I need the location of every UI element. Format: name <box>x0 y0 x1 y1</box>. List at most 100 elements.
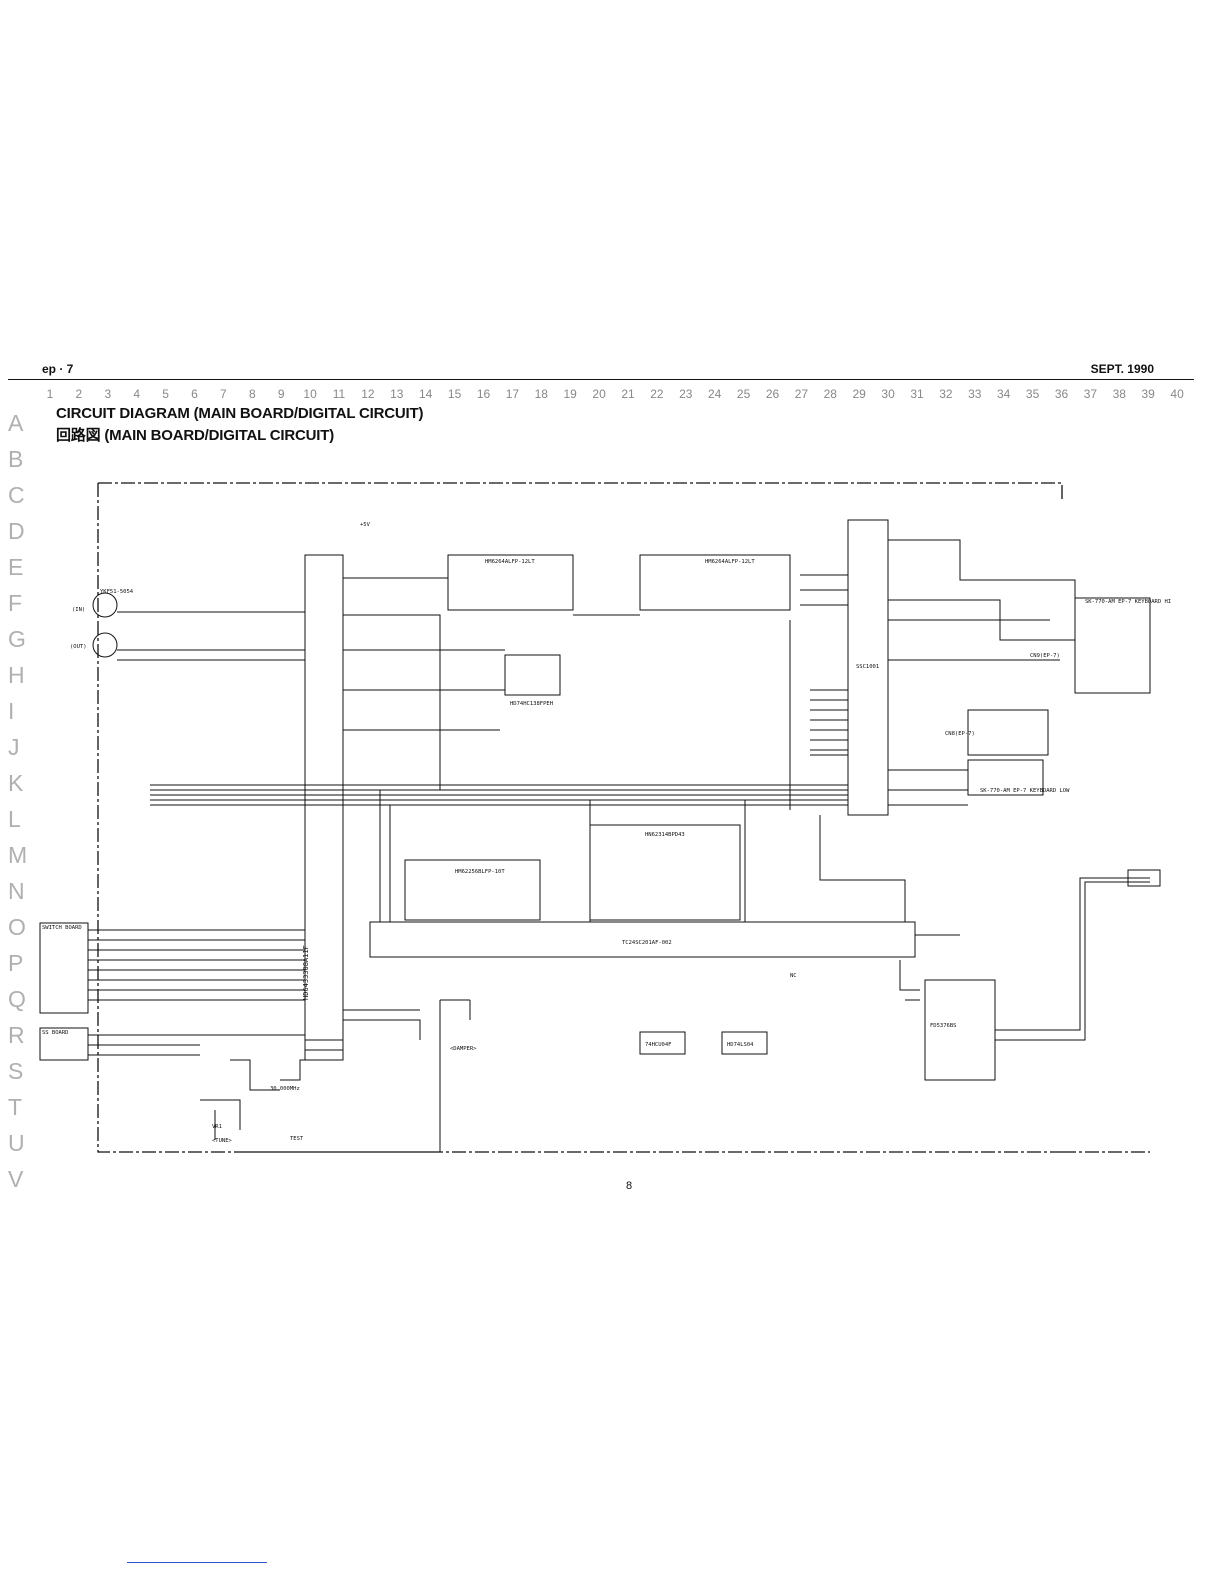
row-letter: J <box>8 734 20 760</box>
switch-board-label: SWITCH BOARD <box>42 925 82 931</box>
page-number: 8 <box>626 1180 633 1192</box>
column-number: 27 <box>794 387 809 401</box>
ic11-chip <box>847 519 889 816</box>
column-number: 21 <box>621 387 635 401</box>
test-label: TEST <box>290 1136 304 1142</box>
ic12-chip <box>924 979 996 1081</box>
row-letter: F <box>8 590 23 616</box>
row-letter: I <box>8 698 15 724</box>
ic4-chip <box>639 1031 686 1055</box>
ic3-chip <box>721 1031 768 1055</box>
column-number: 39 <box>1141 387 1155 401</box>
row-letter: P <box>8 950 24 976</box>
row-letter: O <box>8 914 26 940</box>
ic5-chip <box>504 654 561 696</box>
footer-line <box>127 1562 267 1563</box>
column-number: 28 <box>823 387 837 401</box>
column-number: 9 <box>277 387 285 401</box>
cn8-label: CN8(EP-7) <box>945 731 975 737</box>
ic10-label: TC24SC201AF-002 <box>622 940 672 946</box>
column-number: 8 <box>248 387 256 401</box>
ic7-chip <box>639 554 791 611</box>
cpu-label: HD6433308A11F <box>302 945 310 1000</box>
row-letter: U <box>8 1130 25 1156</box>
column-number: 16 <box>476 387 491 401</box>
ss-board-label: SS BOARD <box>42 1030 69 1036</box>
header-rule <box>8 379 1194 380</box>
tune-label: <TUNE> <box>212 1138 233 1144</box>
supply-label: +5V <box>360 522 371 528</box>
column-number: 29 <box>852 387 866 401</box>
diagram-subtitle: 回路図 (MAIN BOARD/DIGITAL CIRCUIT) <box>56 427 335 444</box>
row-letter: R <box>8 1022 25 1048</box>
diagram-title: CIRCUIT DIAGRAM (MAIN BOARD/DIGITAL CIRC… <box>56 405 424 422</box>
row-letter: S <box>8 1058 24 1084</box>
keyboard-low-block <box>967 759 1044 796</box>
column-number: 37 <box>1083 387 1098 401</box>
row-letter: B <box>8 446 24 472</box>
column-number: 36 <box>1054 387 1069 401</box>
column-number: 22 <box>650 387 664 401</box>
ic6-label: HM6264ALFP-12LT <box>485 559 535 565</box>
ic9-chip <box>589 824 741 921</box>
in-label: (IN) <box>72 607 85 613</box>
out-label: (OUT) <box>70 644 87 650</box>
column-number: 6 <box>191 387 198 401</box>
ic4-label: 74HCU04F <box>645 1042 672 1048</box>
column-number: 40 <box>1170 387 1184 401</box>
row-letter: A <box>8 410 24 436</box>
column-number: 26 <box>765 387 780 401</box>
nc-label: NC <box>790 973 797 979</box>
ic8-label: HM62256BLFP-10T <box>455 869 505 875</box>
column-number: 17 <box>505 387 520 401</box>
column-number: 32 <box>939 387 953 401</box>
column-number: 2 <box>75 387 83 401</box>
ic3-label: HD74LS04 <box>727 1042 754 1048</box>
switch-board-block <box>39 922 89 1014</box>
ic7-label: HM6264ALFP-12LT <box>705 559 755 565</box>
column-number: 5 <box>162 387 169 401</box>
column-number: 35 <box>1025 387 1040 401</box>
column-number: 4 <box>133 387 141 401</box>
column-number: 25 <box>736 387 751 401</box>
xtal-label: 30.000MHz <box>270 1086 300 1092</box>
ic5-label: HD74HC138FPEH <box>510 701 553 707</box>
cn9-label: CN9(EP-7) <box>1030 653 1060 659</box>
row-letter: L <box>8 806 21 832</box>
row-letter: Q <box>8 986 26 1012</box>
ic9-label: HN62314BPD43 <box>645 832 685 838</box>
column-number: 20 <box>592 387 606 401</box>
cpu-chip <box>304 554 344 1051</box>
row-letter: G <box>8 626 26 652</box>
column-number: 1 <box>46 387 54 401</box>
column-number: 13 <box>390 387 404 401</box>
row-letter: T <box>8 1094 23 1120</box>
column-number: 10 <box>303 387 317 401</box>
ic8-chip <box>404 859 541 921</box>
row-letter: D <box>8 518 25 544</box>
ic6-chip <box>447 554 574 611</box>
row-letter: N <box>8 878 25 904</box>
damper-label: <DAMPER> <box>450 1046 477 1052</box>
column-number: 12 <box>361 387 375 401</box>
column-number: 11 <box>332 387 346 401</box>
column-number: 34 <box>997 387 1011 401</box>
row-letter: M <box>8 842 28 868</box>
column-number: 18 <box>534 387 548 401</box>
column-number: 3 <box>104 387 112 401</box>
keyboard-hi-label: SK-770-AM EP-7 KEYBOARD HI <box>1085 599 1171 605</box>
column-number: 30 <box>881 387 895 401</box>
row-letter: H <box>8 662 25 688</box>
header-date: SEPT. 1990 <box>1090 362 1154 376</box>
column-number: 7 <box>220 387 227 401</box>
row-letter: V <box>8 1166 24 1192</box>
vr1-label: VR1 <box>212 1124 222 1130</box>
ic10-chip <box>369 921 916 958</box>
row-letter: E <box>8 554 24 580</box>
row-letter: C <box>8 482 25 508</box>
column-number: 19 <box>563 387 577 401</box>
ic11-label: SSC1001 <box>856 664 879 670</box>
